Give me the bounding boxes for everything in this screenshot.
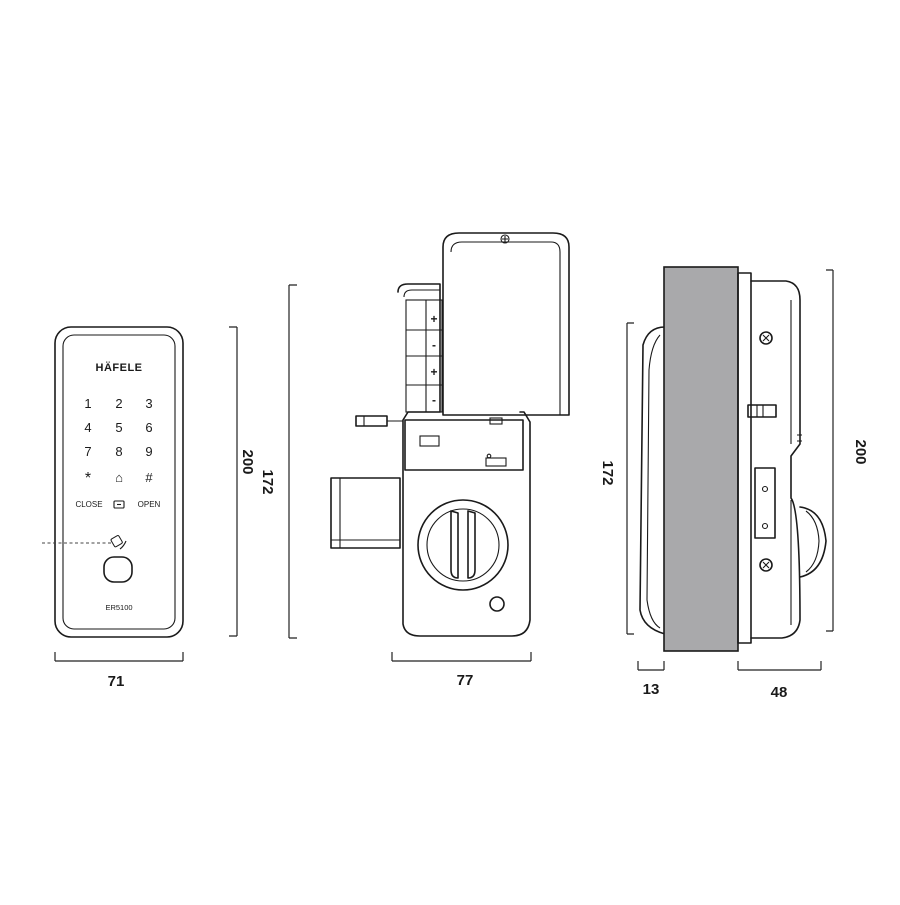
front-inner-panel	[62, 334, 176, 630]
back-view: + - + -	[330, 232, 570, 637]
front-height-outer-dimension: 200	[239, 284, 297, 639]
fingerprint-sensor[interactable]	[103, 556, 133, 583]
side-height-right-value: 200	[852, 439, 869, 464]
front-width-dimension: 71	[54, 652, 184, 690]
screw-icon-top	[759, 331, 773, 345]
thumb-turn-side	[799, 506, 827, 578]
battery-minus-1: -	[432, 338, 436, 352]
front-width-value: 71	[108, 673, 125, 690]
key-home[interactable]: ⌂	[115, 470, 123, 485]
key-6[interactable]: 6	[145, 420, 152, 435]
thumb-turn	[417, 499, 509, 591]
key-4[interactable]: 4	[84, 420, 91, 435]
side-bracket	[754, 467, 776, 539]
model-label: ER5100	[105, 603, 132, 612]
battery-plus-2: +	[430, 365, 437, 379]
front-view: HÄFELE 1 2 3 4 5 6 7 8 9 * ⌂ # CLOSE OPE…	[42, 326, 184, 638]
front-outer-body	[54, 326, 184, 638]
side-height-left-dimension: 172	[599, 322, 634, 635]
side-slider	[747, 404, 777, 418]
key-hash[interactable]: #	[145, 470, 153, 485]
front-height-inner-value: 172	[259, 469, 276, 494]
door-section	[663, 266, 739, 652]
turn-knob-lever	[355, 415, 388, 427]
key-star[interactable]: *	[85, 470, 91, 487]
front-height-outer-value: 200	[239, 449, 256, 474]
back-width-value: 77	[457, 672, 474, 689]
back-body-outline	[397, 283, 531, 637]
door-thickness-dimension: 13	[637, 661, 665, 698]
key-2[interactable]: 2	[115, 396, 122, 411]
key-5[interactable]: 5	[115, 420, 122, 435]
battery-cover-open	[442, 232, 570, 416]
brand-logo: HÄFELE	[96, 361, 143, 374]
key-1[interactable]: 1	[84, 396, 91, 411]
body-depth-dimension: 48	[737, 661, 822, 701]
side-height-right-dimension: 200	[826, 269, 869, 632]
door-thickness-value: 13	[643, 681, 660, 698]
battery-minus-2: -	[432, 393, 436, 407]
keypad: 1 2 3 4 5 6 7 8 9 * ⌂ #	[84, 396, 153, 487]
inner-compartment	[404, 419, 524, 471]
screw-icon-bottom	[759, 558, 773, 572]
key-8[interactable]: 8	[115, 444, 122, 459]
mounting-plate	[737, 272, 752, 644]
battery-compartment: + - + -	[405, 299, 443, 413]
cover-screw-icon	[500, 234, 510, 244]
key-9[interactable]: 9	[145, 444, 152, 459]
key-override-hole	[489, 596, 505, 612]
key-7[interactable]: 7	[84, 444, 91, 459]
key-3[interactable]: 3	[145, 396, 152, 411]
side-view	[639, 266, 827, 652]
switch-slot	[419, 435, 440, 447]
card-icon	[113, 500, 125, 509]
open-label[interactable]: OPEN	[138, 500, 161, 509]
back-width-dimension: 77	[391, 652, 532, 689]
close-label[interactable]: CLOSE	[75, 500, 102, 509]
battery-plus-1: +	[430, 312, 437, 326]
body-depth-value: 48	[771, 684, 788, 701]
card-reader-icon	[110, 535, 127, 550]
front-height-inner-dimension: 172	[229, 326, 276, 637]
side-height-left-value: 172	[599, 460, 616, 485]
front-panel-profile	[639, 326, 666, 635]
latch-block	[330, 477, 401, 549]
rear-body-profile	[750, 280, 801, 639]
